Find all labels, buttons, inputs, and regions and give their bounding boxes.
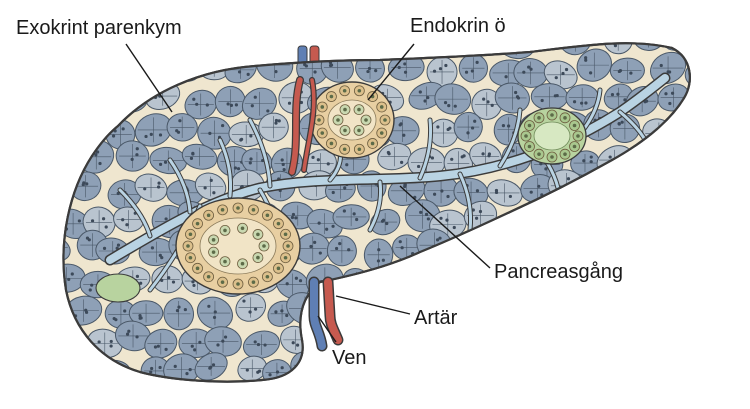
label-islet: Endokrin ö (410, 15, 506, 37)
islet-green-small (95, 273, 141, 303)
leader-islet (367, 43, 415, 101)
leader-exocrine (125, 43, 173, 113)
inner-vessels (288, 76, 317, 176)
islet-large (175, 197, 301, 295)
label-artery: Artär (414, 307, 458, 329)
leader-artery (335, 295, 411, 315)
leader-lines (125, 43, 491, 343)
label-duct: Pancreasgång (494, 261, 623, 283)
leader-vein (317, 315, 337, 343)
label-exocrine: Exokrint parenkym (16, 17, 182, 39)
artery-vein (308, 276, 344, 352)
islet-upper (309, 81, 395, 159)
islet-green-right (517, 107, 587, 165)
label-vein: Ven (332, 347, 366, 369)
leader-duct (399, 185, 491, 269)
